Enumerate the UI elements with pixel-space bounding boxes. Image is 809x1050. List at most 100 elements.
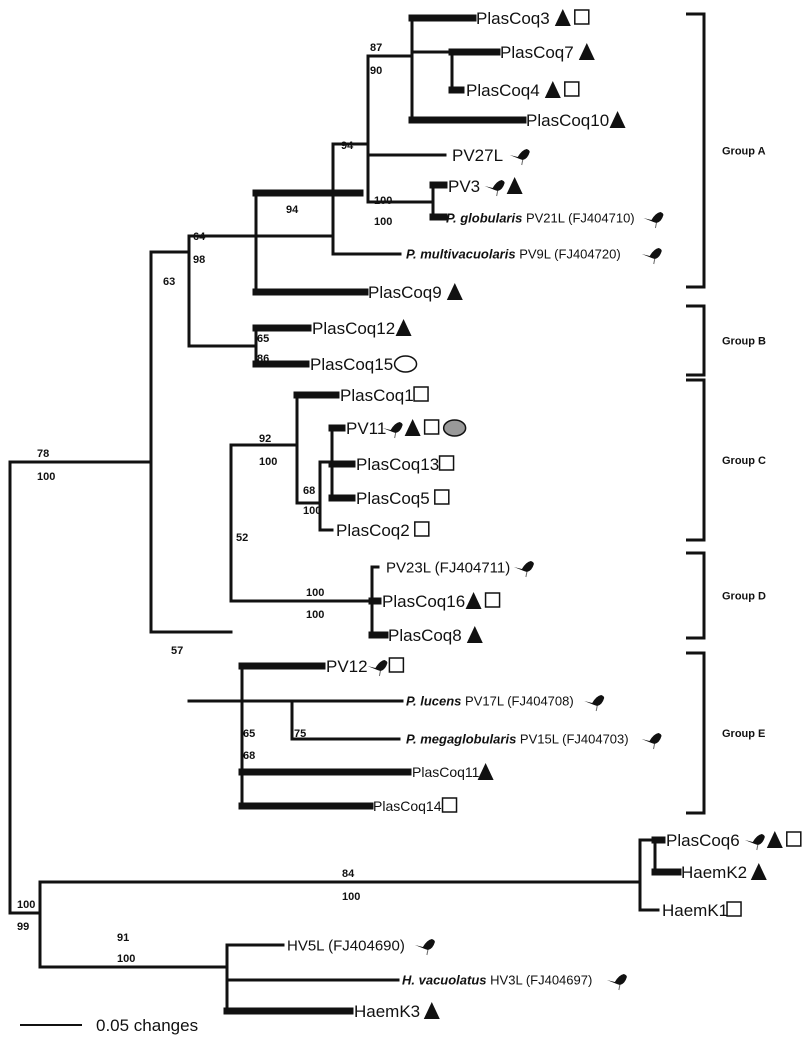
taxon-pv23l: PV23L (FJ404711) bbox=[386, 559, 534, 578]
triangle-icon bbox=[750, 863, 767, 880]
square-icon bbox=[726, 901, 742, 917]
square-icon bbox=[423, 419, 440, 435]
bird-icon bbox=[606, 974, 627, 991]
square-icon bbox=[564, 81, 580, 97]
taxon-species: P. globularis bbox=[446, 211, 522, 226]
taxon-name: HaemK1 bbox=[662, 901, 728, 920]
support-value-below: 86 bbox=[257, 353, 269, 365]
group-label: Group C bbox=[722, 455, 766, 467]
svg-text:PlasCoq15: PlasCoq15 bbox=[310, 355, 393, 374]
taxon-name: PlasCoq4 bbox=[466, 81, 540, 100]
taxon-name: PlasCoq10 bbox=[526, 111, 609, 130]
taxon-pv3: PV3 bbox=[448, 177, 523, 197]
taxon-name: PlasCoq8 bbox=[388, 626, 462, 645]
square-icon bbox=[434, 489, 450, 505]
svg-text:PlasCoq7: PlasCoq7 bbox=[500, 43, 574, 62]
group-label: Group D bbox=[722, 591, 766, 603]
taxon-name: PlasCoq11 bbox=[412, 764, 480, 780]
taxon-accession: (FJ404710) bbox=[568, 211, 634, 226]
support-value-below: 100 bbox=[342, 891, 360, 903]
taxon-plascoq10: PlasCoq10 bbox=[526, 111, 626, 130]
taxon-name: HaemK2 bbox=[681, 863, 747, 882]
support-value-below: 100 bbox=[303, 505, 321, 517]
group-bracket-b: Group B bbox=[686, 304, 766, 377]
square-icon bbox=[786, 831, 802, 847]
taxon-name: PV3 bbox=[448, 177, 480, 196]
group-bracket-a: Group A bbox=[686, 12, 766, 289]
taxon-name: PlasCoq1 bbox=[340, 386, 414, 405]
support-value-above: 91 bbox=[117, 932, 129, 944]
svg-text:PlasCoq4: PlasCoq4 bbox=[466, 81, 540, 100]
taxon-name: PV23L bbox=[386, 559, 431, 576]
taxon-name: HaemK3 bbox=[354, 1002, 420, 1021]
support-value-above: 92 bbox=[259, 433, 271, 445]
taxon-pv27l: PV27L bbox=[452, 146, 530, 166]
taxon-name: PV15L bbox=[520, 732, 559, 747]
svg-text:PV12: PV12 bbox=[326, 657, 368, 676]
triangle-icon bbox=[404, 419, 421, 436]
group-label: Group A bbox=[722, 146, 766, 158]
taxon-plascoq1: PlasCoq1 bbox=[340, 386, 429, 405]
taxon-plascoq9: PlasCoq9 bbox=[368, 283, 463, 302]
taxon-pv21l: P. globularis PV21L (FJ404710) bbox=[446, 211, 664, 229]
taxon-name: PV17L bbox=[465, 694, 504, 709]
taxon-plascoq16: PlasCoq16 bbox=[382, 592, 501, 611]
bird-icon bbox=[382, 422, 403, 439]
taxon-name: PV21L bbox=[526, 211, 565, 226]
support-value-above: 94 bbox=[286, 204, 299, 216]
taxon-accession: (FJ404697) bbox=[526, 973, 592, 988]
taxon-plascoq8: PlasCoq8 bbox=[388, 626, 483, 645]
taxon-hv3l: H. vacuolatus HV3L (FJ404697) bbox=[402, 973, 627, 991]
taxon-name: PlasCoq13 bbox=[356, 455, 439, 474]
taxon-plascoq14: PlasCoq14 bbox=[373, 797, 458, 814]
svg-text:P. globularis PV21L (FJ404710): P. globularis PV21L (FJ404710) bbox=[446, 211, 635, 226]
support-value-above: 65 bbox=[243, 728, 255, 740]
taxon-accession: (FJ404720) bbox=[554, 247, 620, 262]
svg-text:HV5L (FJ404690): HV5L (FJ404690) bbox=[287, 937, 405, 954]
svg-text:PV3: PV3 bbox=[448, 177, 480, 196]
taxon-pv17l: P. lucens PV17L (FJ404708) bbox=[406, 694, 605, 712]
svg-text:PV11: PV11 bbox=[346, 419, 386, 438]
support-value-below: 99 bbox=[17, 921, 29, 933]
support-value-above: 78 bbox=[37, 448, 49, 460]
taxon-hv5l: HV5L (FJ404690) bbox=[287, 937, 435, 956]
svg-text:PlasCoq8: PlasCoq8 bbox=[388, 626, 462, 645]
taxon-pv9l: P. multivacuolaris PV9L (FJ404720) bbox=[406, 247, 662, 265]
taxon-plascoq6: PlasCoq6 bbox=[666, 831, 802, 851]
support-value-above: 75 bbox=[294, 728, 306, 740]
bird-icon bbox=[513, 561, 534, 578]
square-icon bbox=[413, 386, 429, 402]
svg-text:PlasCoq9: PlasCoq9 bbox=[368, 283, 442, 302]
taxon-name: HV5L bbox=[287, 937, 324, 954]
svg-text:PlasCoq12: PlasCoq12 bbox=[312, 319, 395, 338]
svg-text:PlasCoq6: PlasCoq6 bbox=[666, 831, 740, 850]
bird-icon bbox=[643, 212, 664, 229]
scale-bar: 0.05 changes bbox=[20, 1016, 198, 1035]
bird-icon bbox=[484, 180, 505, 197]
taxon-name: PV27L bbox=[452, 146, 503, 165]
taxon-plascoq5: PlasCoq5 bbox=[356, 489, 450, 508]
svg-text:PlasCoq14: PlasCoq14 bbox=[373, 798, 442, 814]
support-value-above: 100 bbox=[306, 587, 324, 599]
taxon-accession: (FJ404703) bbox=[562, 732, 628, 747]
taxon-pv11: PV11 bbox=[346, 419, 467, 439]
taxon-accession: (FJ404690) bbox=[328, 937, 405, 954]
taxon-species: P. megaglobularis bbox=[406, 732, 516, 747]
taxon-haemk1: HaemK1 bbox=[662, 901, 742, 920]
support-value-below: 68 bbox=[243, 750, 255, 762]
svg-text:PlasCoq1: PlasCoq1 bbox=[340, 386, 414, 405]
triangle-icon bbox=[766, 831, 783, 848]
taxon-name: PV11 bbox=[346, 419, 386, 438]
svg-text:PlasCoq13: PlasCoq13 bbox=[356, 455, 439, 474]
square-icon bbox=[388, 657, 405, 673]
triangle-icon bbox=[423, 1002, 440, 1019]
taxon-accession: (FJ404708) bbox=[507, 694, 573, 709]
square-icon bbox=[484, 592, 501, 608]
taxon-name: PlasCoq6 bbox=[666, 831, 740, 850]
group-label: Group E bbox=[722, 728, 765, 740]
svg-text:PlasCoq11: PlasCoq11 bbox=[412, 764, 480, 780]
taxon-plascoq12: PlasCoq12 bbox=[312, 319, 412, 338]
bird-icon bbox=[414, 939, 435, 956]
scale-bar-label: 0.05 changes bbox=[96, 1016, 198, 1035]
